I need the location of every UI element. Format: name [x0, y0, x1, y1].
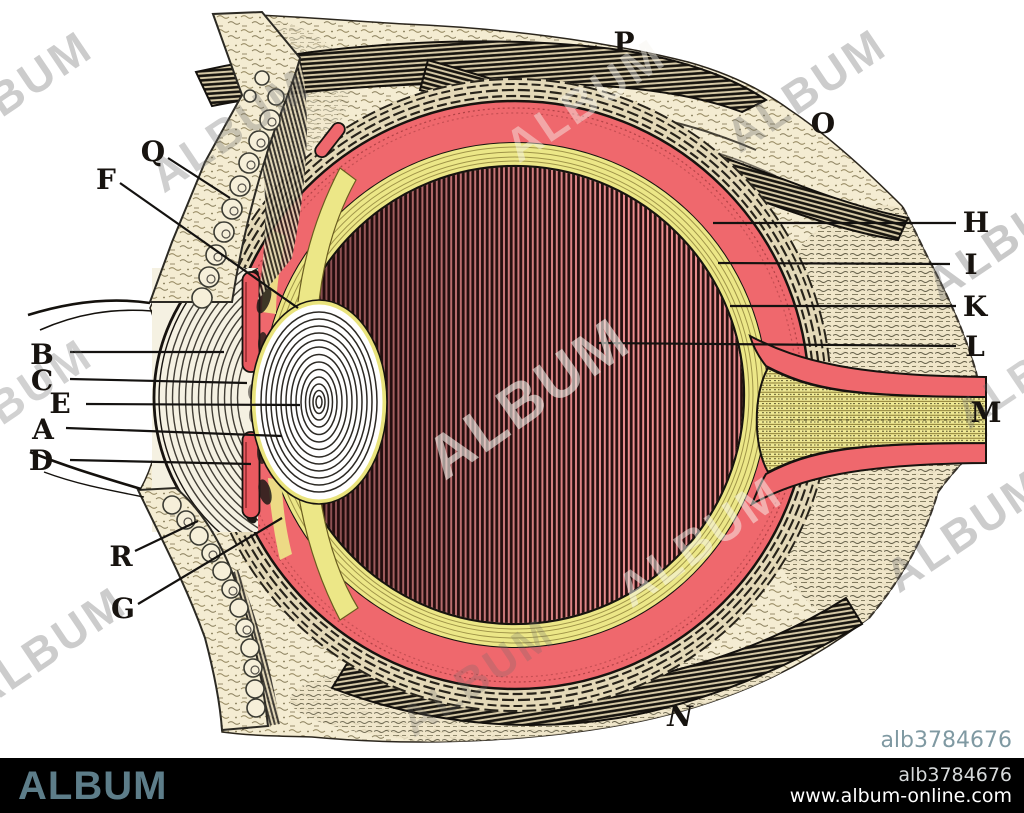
label-N: N	[667, 700, 693, 733]
label-P: P	[613, 26, 635, 59]
label-F: F	[96, 163, 116, 196]
leader-line-E	[85, 402, 301, 407]
label-K: K	[962, 290, 988, 323]
leader-line-D	[69, 458, 252, 466]
image-id-above-bar: alb3784676	[880, 728, 1012, 753]
footer-bar: ALBUM alb3784676 www.album-online.com	[0, 758, 1024, 813]
iris	[241, 271, 261, 519]
leader-line-R	[134, 520, 199, 552]
tarsal-glands-lower	[162, 495, 266, 718]
footer-image-id: alb3784676	[898, 763, 1012, 786]
label-D: D	[28, 444, 54, 477]
upper-eyelash	[27, 299, 151, 317]
label-M: M	[970, 396, 1002, 429]
choroid-tip	[314, 121, 346, 159]
label-G: G	[111, 592, 135, 625]
leader-line-G	[137, 517, 283, 605]
lens	[250, 299, 388, 505]
leader-line-C	[69, 377, 248, 385]
eye-cross-section-illustration	[27, 10, 988, 743]
label-H: H	[962, 206, 990, 239]
label-C: C	[30, 364, 54, 397]
leader-line-F	[119, 182, 299, 309]
leader-line-A	[65, 426, 283, 438]
leader-lines	[65, 157, 957, 605]
label-O: O	[810, 107, 836, 140]
label-R: R	[109, 540, 133, 573]
label-B: B	[30, 338, 54, 371]
leader-line-Q	[167, 157, 231, 199]
label-Q: Q	[140, 135, 166, 168]
footer-website: www.album-online.com	[789, 784, 1012, 807]
lower-eyelid	[29, 450, 270, 732]
album-logo: ALBUM	[18, 763, 168, 808]
label-L: L	[965, 330, 985, 363]
leader-line-L	[597, 341, 957, 348]
eyeball	[198, 78, 832, 712]
lower-eyelash	[29, 450, 142, 491]
optic-nerve	[748, 334, 987, 507]
footer-credits: alb3784676 www.album-online.com	[789, 763, 1012, 807]
label-I: I	[964, 248, 978, 281]
label-A: A	[32, 413, 54, 446]
leader-line-I	[717, 261, 951, 266]
label-E: E	[49, 387, 71, 420]
